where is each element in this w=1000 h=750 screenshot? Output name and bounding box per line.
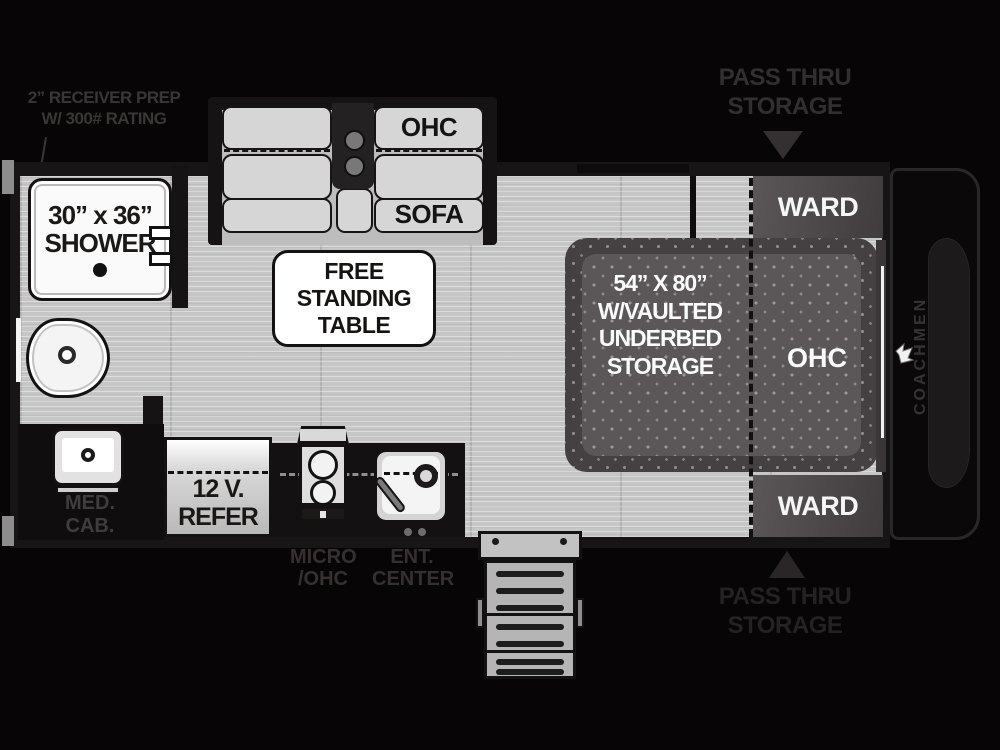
bathroom-wall-upper xyxy=(172,166,188,308)
step-tread xyxy=(496,659,564,665)
front-wall-window xyxy=(881,266,884,438)
rear-bumper-top xyxy=(2,160,14,194)
step-tread xyxy=(496,605,564,611)
refer-label: 12 V. REFER xyxy=(178,475,259,531)
cupholder-icon xyxy=(344,156,365,177)
step-section-divider xyxy=(484,613,576,616)
bedroom-divider-wall xyxy=(690,176,696,240)
left-wall-window xyxy=(16,318,21,382)
pass-thru-storage-bottom-label: PASS THRU STORAGE xyxy=(718,583,852,640)
bed-mattress xyxy=(582,254,861,456)
step-rail-right xyxy=(576,598,584,628)
pass-thru-storage-top-label: PASS THRU STORAGE xyxy=(718,64,852,121)
micro-ohc-label: MICRO /OHC xyxy=(290,546,357,591)
sofa-seat-cushion-left xyxy=(222,154,332,200)
top-wall-window xyxy=(577,164,689,173)
sofa-back-cushion-right xyxy=(374,106,484,150)
sink-dot-icon xyxy=(418,528,426,536)
table-label: FREE STANDING TABLE xyxy=(296,258,412,338)
refer-dash-line xyxy=(168,471,268,474)
screw-icon xyxy=(560,538,567,545)
shower: 30” x 36” SHOWER xyxy=(28,178,172,301)
bed-dash-line xyxy=(749,178,753,537)
receiver-prep-line2: W/ 300# RATING xyxy=(41,108,167,128)
sofa-dash-left xyxy=(224,149,330,152)
step-tread xyxy=(496,641,564,647)
toilet-flush-icon xyxy=(58,346,76,364)
receiver-prep-label: 2” RECEIVER PREP W/ 300# RATING xyxy=(4,88,204,129)
sink-dot-icon xyxy=(404,528,412,536)
receiver-prep-line1: 2” RECEIVER PREP xyxy=(27,88,181,107)
arrow-up-icon xyxy=(769,551,805,578)
refer-divider-wall xyxy=(150,424,164,540)
step-tread xyxy=(496,571,564,577)
step-tread xyxy=(496,624,564,630)
shower-label: 30” x 36” SHOWER xyxy=(44,200,157,258)
vanity-base xyxy=(56,486,120,494)
sofa-label: SOFA xyxy=(394,199,464,229)
sofa-seat-cushion-right xyxy=(374,154,484,200)
sofa-center-cushion xyxy=(336,188,373,233)
counter-dash-line xyxy=(280,473,458,476)
faucet-knob-icon xyxy=(414,464,438,488)
med-cab-label: MED. CAB. xyxy=(65,492,115,537)
brand-logo-icon xyxy=(895,342,915,364)
arrow-down-icon xyxy=(763,131,803,159)
shower-valve-icon xyxy=(149,252,173,266)
cooktop-handle xyxy=(320,511,326,518)
wardrobe-bottom: WARD xyxy=(753,475,883,537)
free-standing-table: FREE STANDING TABLE xyxy=(272,250,436,347)
vanity-drain-icon xyxy=(81,448,95,462)
burner-icon xyxy=(308,450,338,480)
ent-center-label: ENT. CENTER xyxy=(372,546,455,591)
sofa-front-cushion-left xyxy=(222,198,332,233)
step-section-divider xyxy=(484,650,576,653)
entry-step-landing xyxy=(478,531,582,560)
cooktop-vent xyxy=(297,426,349,444)
cupholder-icon xyxy=(344,130,365,151)
bed-label: 54” X 80” W/VAULTED UNDERBED STORAGE xyxy=(597,270,723,379)
ward-bottom-label: WARD xyxy=(777,490,859,521)
sofa-front-cushion-right xyxy=(374,198,484,233)
step-tread xyxy=(496,669,564,675)
shower-drain-icon xyxy=(93,262,107,277)
kitchen-sink-dash-line xyxy=(384,472,438,475)
bed-ohc-label: OHC xyxy=(787,343,847,373)
ward-top-label: WARD xyxy=(777,191,859,222)
sofa-back-cushion-left xyxy=(222,106,332,150)
sofa-dash-right xyxy=(376,149,482,152)
step-rail-left xyxy=(476,598,484,628)
shower-valve-icon xyxy=(149,226,173,240)
wardrobe-top: WARD xyxy=(753,176,883,238)
burner-icon xyxy=(310,480,336,506)
refrigerator xyxy=(164,437,272,537)
rear-bumper-bottom xyxy=(2,516,14,546)
sofa-ohc-label: OHC xyxy=(400,112,458,142)
step-tread xyxy=(496,588,564,594)
front-cap-curve xyxy=(928,238,970,488)
screw-icon xyxy=(492,538,499,545)
